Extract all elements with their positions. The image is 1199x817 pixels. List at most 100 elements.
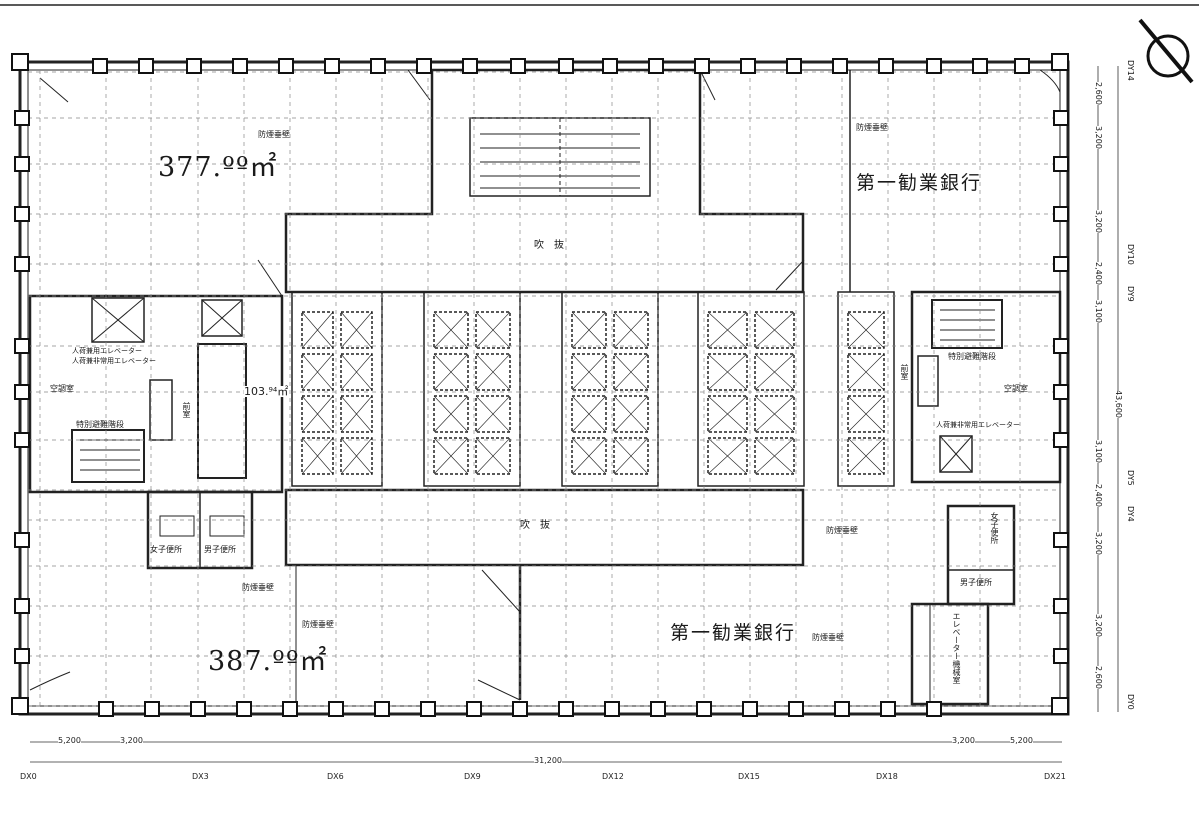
y-grid-9: DY9 — [1126, 286, 1135, 302]
column — [832, 58, 848, 74]
tenant-bottom: 第一勧業銀行 — [670, 622, 797, 644]
column — [14, 256, 30, 272]
column — [694, 58, 710, 74]
elevator-car — [475, 437, 511, 475]
column — [14, 532, 30, 548]
dim-bottom-1: 5,200 — [58, 736, 81, 745]
elevator-car — [754, 395, 795, 433]
column — [878, 58, 894, 74]
column — [14, 110, 30, 126]
dim-right-2: 3,200 — [1094, 126, 1103, 149]
elevator-car-cross — [571, 437, 607, 475]
elevator-car-cross — [613, 311, 649, 349]
elevator-car-cross — [301, 311, 334, 349]
elevator-car — [433, 353, 469, 391]
area-bottom-left: 387.ºº㎡ — [208, 646, 328, 677]
right-womens-wc: 女子便所 — [990, 512, 999, 544]
column — [11, 53, 29, 71]
x-grid-3: DX3 — [192, 772, 209, 781]
elevator-car — [847, 353, 885, 391]
y-grid-14: DY14 — [1126, 60, 1135, 81]
elevator-car-cross — [433, 395, 469, 433]
column — [14, 156, 30, 172]
smoke-barrier-5: 防煙垂壁 — [302, 620, 334, 629]
column — [512, 701, 528, 717]
smoke-barrier-4: 防煙垂壁 — [242, 583, 274, 592]
elevator-car — [707, 395, 748, 433]
column — [232, 58, 248, 74]
elevator-car-cross — [340, 311, 373, 349]
tenant-top-right: 第一勧業銀行 — [856, 172, 983, 194]
elevator-car-cross — [340, 395, 373, 433]
column — [1053, 384, 1069, 400]
smoke-barrier-2: 防煙垂壁 — [856, 123, 888, 132]
elevator-car-cross — [613, 437, 649, 475]
elevator-car — [475, 353, 511, 391]
column — [1053, 156, 1069, 172]
elevator-car-cross — [475, 395, 511, 433]
column — [788, 701, 804, 717]
column — [328, 701, 344, 717]
elevator-car-cross — [754, 353, 795, 391]
void-top-label: 吹 抜 — [534, 240, 564, 251]
elevator-car — [847, 311, 885, 349]
elevator-car — [340, 311, 373, 349]
column — [1051, 53, 1069, 71]
elevator-car — [340, 437, 373, 475]
column — [1053, 532, 1069, 548]
column — [278, 58, 294, 74]
column — [466, 701, 482, 717]
column — [462, 58, 478, 74]
column — [1053, 432, 1069, 448]
dim-bottom-2: 3,200 — [120, 736, 143, 745]
column — [786, 58, 802, 74]
elevator-car — [707, 353, 748, 391]
column — [282, 701, 298, 717]
elevator-car — [571, 311, 607, 349]
elevator-car-cross — [340, 437, 373, 475]
elevator-car-cross — [571, 353, 607, 391]
y-grid-4: DY4 — [1126, 506, 1135, 522]
column — [14, 206, 30, 222]
column — [972, 58, 988, 74]
elevator-car — [754, 311, 795, 349]
column — [834, 701, 850, 717]
elevator-car — [613, 353, 649, 391]
column — [740, 58, 756, 74]
area-core: 103.⁹⁴㎡ — [244, 385, 289, 398]
elevator-car — [847, 395, 885, 433]
elevator-car — [613, 437, 649, 475]
column — [926, 701, 942, 717]
smoke-barrier-6: 防煙垂壁 — [812, 633, 844, 642]
elevator-car-cross — [475, 437, 511, 475]
elevator-car — [301, 437, 334, 475]
elevator-car — [707, 437, 748, 475]
elevator-bank — [423, 291, 521, 487]
column — [604, 701, 620, 717]
y-grid-0: DY0 — [1126, 694, 1135, 710]
elevator-car — [475, 311, 511, 349]
column — [510, 58, 526, 74]
elevator-car-cross — [847, 395, 885, 433]
elevator-bank — [291, 291, 383, 487]
elevator-car-cross — [433, 437, 469, 475]
column — [1053, 648, 1069, 664]
dim-bottom-total: 31,200 — [534, 756, 562, 765]
elevator-car-cross — [571, 395, 607, 433]
elevator-car — [301, 395, 334, 433]
elevator-car-cross — [707, 311, 748, 349]
left-elevator2-label: 人荷兼非常用エレベーター — [72, 357, 156, 365]
column — [11, 697, 29, 715]
left-elevator-label: 人荷兼用エレベーター — [72, 347, 142, 355]
dim-right-10: 2,600 — [1094, 666, 1103, 689]
elevator-car — [340, 353, 373, 391]
column — [880, 701, 896, 717]
column — [14, 598, 30, 614]
elevator-car — [340, 395, 373, 433]
void-bottom-label: 吹 抜 — [520, 520, 550, 531]
elevator-bank — [561, 291, 659, 487]
elevator-car-cross — [475, 311, 511, 349]
column — [92, 58, 108, 74]
column — [374, 701, 390, 717]
left-mens-wc: 男子便所 — [204, 545, 236, 554]
